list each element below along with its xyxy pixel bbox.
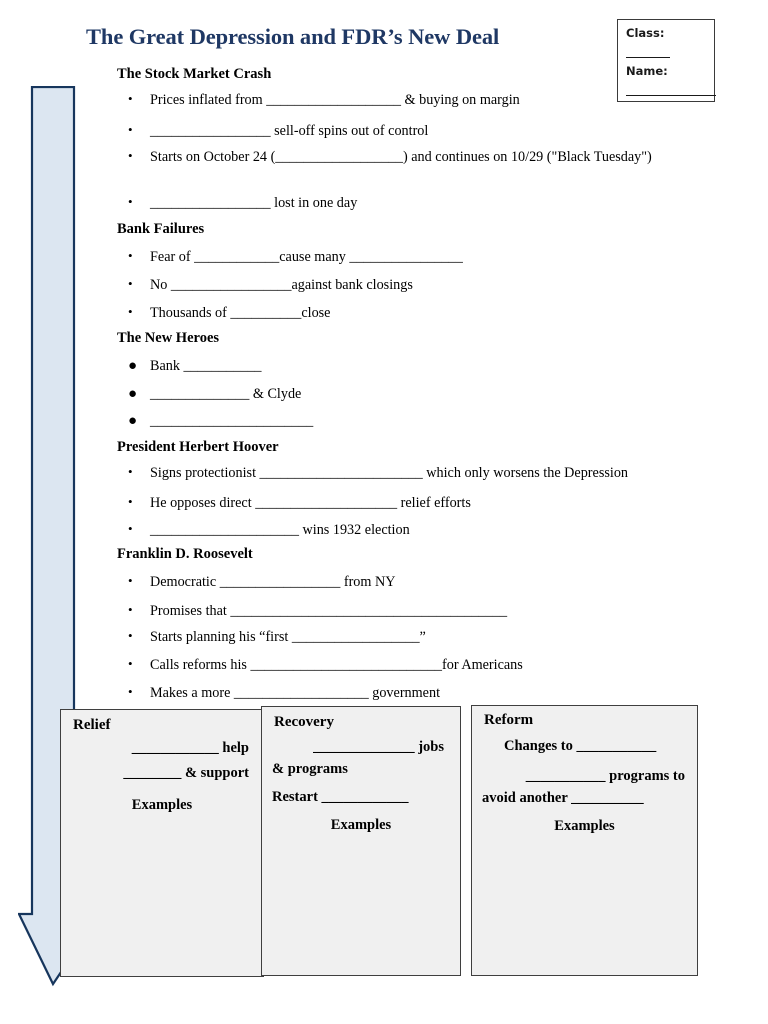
bullet-text: He opposes direct ____________________ r… (150, 495, 471, 511)
bullet-text: Democratic _________________ from NY (150, 574, 396, 590)
worksheet-bullet-item[interactable]: • Thousands of __________close (128, 304, 728, 322)
dot-bullet-icon: • (128, 304, 133, 319)
worksheet-bullet-item[interactable]: • _____________________ wins 1932 electio… (128, 521, 728, 539)
r-box-title: Relief (73, 717, 111, 733)
student-info-box: Class: Name: (617, 19, 716, 102)
bullet-text: No _________________against bank closing… (150, 277, 413, 293)
section-heading: Bank Failures (117, 221, 205, 237)
worksheet-bullet-item[interactable]: • Makes a more ___________________ govern… (128, 684, 728, 702)
bullet-text: Promises that __________________________… (150, 603, 508, 619)
worksheet-bullet-item[interactable]: • Starts planning his “first ____________… (128, 628, 728, 646)
r-box-fill-line[interactable]: Changes to ___________ (504, 738, 657, 754)
worksheet-bullet-item[interactable]: • Democratic _________________ from NY (128, 573, 728, 591)
bullet-text: Fear of ____________cause many _________… (150, 249, 463, 265)
class-write-in-line[interactable] (626, 57, 670, 58)
dot-bullet-icon: • (128, 122, 133, 137)
dot-bullet-icon: • (128, 684, 133, 699)
worksheet-bullet-item[interactable]: • Calls reforms his _____________________… (128, 656, 728, 674)
worksheet-bullet-item[interactable]: ● ______________ & Clyde (128, 385, 728, 405)
name-label: Name: (626, 64, 668, 78)
worksheet-bullet-item[interactable]: ● Bank ___________ (128, 357, 728, 377)
bullet-text: _______________________ (150, 413, 314, 429)
bullet-text: Prices inflated from ___________________… (150, 92, 520, 108)
worksheet-bullet-item[interactable]: • Signs protectionist ___________________… (128, 464, 728, 482)
worksheet-bullet-item[interactable]: • Starts on October 24 (_________________… (128, 148, 728, 166)
dot-bullet-icon: • (128, 248, 133, 263)
bullet-text: _________________ lost in one day (150, 195, 358, 211)
worksheet-bullet-item[interactable]: • No _________________against bank closin… (128, 276, 728, 294)
round-bullet-icon: ● (128, 386, 138, 402)
worksheet-bullet-item[interactable]: • He opposes direct ____________________ … (128, 494, 728, 512)
r-box-title: Reform (484, 712, 534, 728)
dot-bullet-icon: • (128, 91, 133, 106)
r-box-fill-line[interactable]: ______________ jobs (313, 739, 444, 755)
r-box-fill-line[interactable]: ____________ help (131, 740, 249, 756)
bullet-text: Makes a more ___________________ governm… (150, 685, 441, 701)
bullet-text: ______________ & Clyde (150, 386, 302, 402)
r-box-examples-label: Examples (554, 818, 615, 834)
class-label: Class: (626, 26, 665, 40)
section-heading: President Herbert Hoover (117, 439, 279, 455)
worksheet-bullet-item[interactable]: ● _______________________ (128, 412, 728, 432)
section-heading: The New Heroes (117, 330, 220, 346)
bullet-text: Thousands of __________close (150, 305, 331, 321)
dot-bullet-icon: • (128, 628, 133, 643)
worksheet-bullet-item[interactable]: • Fear of ____________cause many ________… (128, 248, 728, 266)
worksheet-bullet-item[interactable]: • Promises that _________________________… (128, 602, 728, 620)
r-box-relief[interactable]: Relief ____________ help ________ & suppor… (60, 709, 264, 977)
page-title: The Great Depression and FDR’s New Deal (86, 24, 500, 49)
dot-bullet-icon: • (128, 194, 133, 209)
r-box-fill-line[interactable]: & programs (272, 761, 348, 777)
dot-bullet-icon: • (128, 276, 133, 291)
r-box-examples-label: Examples (330, 817, 392, 833)
r-box-title: Recovery (274, 714, 334, 730)
bullet-text: Signs protectionist ____________________… (150, 465, 629, 481)
bullet-text: Starts on October 24 (__________________… (150, 149, 652, 165)
name-write-in-line[interactable] (626, 95, 716, 96)
dot-bullet-icon: • (128, 148, 133, 163)
dot-bullet-icon: • (128, 521, 133, 536)
dot-bullet-icon: • (128, 464, 133, 479)
dot-bullet-icon: • (128, 602, 133, 617)
bullet-text: Bank ___________ (150, 358, 262, 374)
r-box-fill-line[interactable]: Restart ____________ (272, 789, 409, 805)
round-bullet-icon: ● (128, 413, 138, 429)
dot-bullet-icon: • (128, 573, 133, 588)
section-heading: Franklin D. Roosevelt (117, 546, 253, 562)
r-box-fill-line[interactable]: avoid another __________ (482, 790, 644, 806)
bullet-text: Starts planning his “first _____________… (150, 629, 426, 645)
worksheet-bullet-item[interactable]: • _________________ sell-off spins out of… (128, 122, 728, 140)
round-bullet-icon: ● (128, 358, 138, 374)
r-box-fill-line[interactable]: ___________ programs to (525, 768, 685, 784)
r-box-fill-line[interactable]: ________ & support (123, 765, 249, 781)
bullet-text: _____________________ wins 1932 election (150, 522, 410, 538)
dot-bullet-icon: • (128, 494, 133, 509)
bullet-text: Calls reforms his ______________________… (150, 657, 523, 673)
dot-bullet-icon: • (128, 656, 133, 671)
r-box-examples-label: Examples (131, 797, 193, 813)
worksheet-bullet-item[interactable]: • Prices inflated from __________________… (128, 91, 728, 109)
worksheet-bullet-item[interactable]: • _________________ lost in one day (128, 194, 728, 212)
bullet-text: _________________ sell-off spins out of … (150, 123, 429, 139)
section-heading: The Stock Market Crash (117, 66, 272, 82)
